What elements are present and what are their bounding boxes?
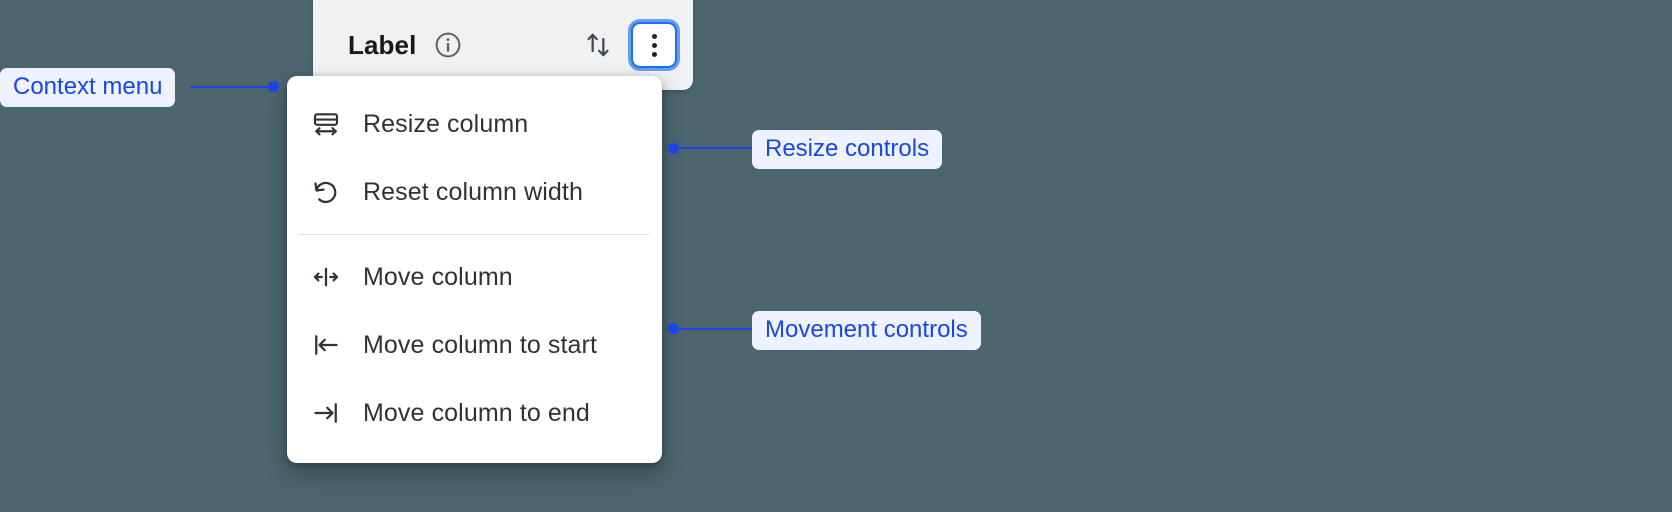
menu-item-label: Move column to start [363, 330, 598, 359]
menu-item-move-column-to-start[interactable]: Move column to start [287, 311, 662, 379]
menu-item-label: Reset column width [363, 177, 583, 206]
menu-item-label: Move column [363, 262, 513, 291]
annotation-dot-resize [668, 143, 679, 154]
annotation-leader-line-context [190, 86, 276, 88]
menu-item-label: Resize column [363, 109, 529, 138]
page-title: Label [348, 29, 417, 60]
menu-item-move-column[interactable]: Move column [287, 243, 662, 311]
menu-item-label: Move column to end [363, 398, 590, 427]
reset-width-undo-icon [311, 177, 341, 207]
menu-item-move-column-to-end[interactable]: Move column to end [287, 379, 662, 447]
context-menu: Resize column Reset column width Move co… [287, 76, 662, 463]
move-to-start-icon [311, 330, 341, 360]
dot-1 [651, 33, 657, 39]
dot-3 [651, 51, 657, 57]
info-circle-icon[interactable] [433, 30, 463, 60]
annotation-leader-line-resize [675, 147, 755, 149]
move-column-icon [311, 262, 341, 292]
annotation-leader-line-movement [675, 328, 755, 330]
sort-up-down-icon[interactable] [581, 28, 615, 62]
resize-column-icon [311, 109, 341, 139]
column-header-panel: Label [313, 0, 693, 90]
three-dot-vertical-icon[interactable] [631, 22, 677, 68]
annotation-label-resize-controls: Resize controls [752, 130, 943, 170]
menu-divider [299, 234, 650, 235]
menu-item-reset-column-width[interactable]: Reset column width [287, 158, 662, 226]
menu-item-resize-column[interactable]: Resize column [287, 90, 662, 158]
annotation-label-movement-controls: Movement controls [752, 311, 981, 351]
dot-2 [651, 42, 657, 48]
annotation-dot-context [268, 81, 279, 92]
move-to-end-icon [311, 398, 341, 428]
annotation-label-context-menu: Context menu [0, 68, 176, 108]
annotation-dot-movement [668, 323, 679, 334]
